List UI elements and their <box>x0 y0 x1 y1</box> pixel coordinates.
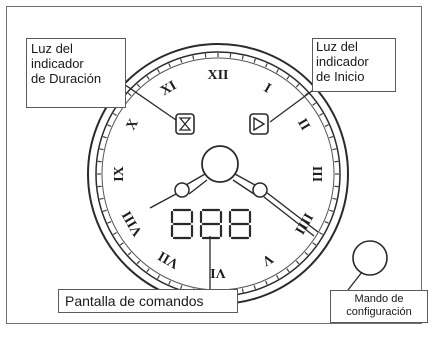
dial-numeral: VIII <box>120 208 146 238</box>
display-digit <box>228 208 252 240</box>
right-arm-pivot <box>252 182 268 198</box>
display-digit <box>170 208 194 240</box>
left-arm-pivot <box>174 182 190 198</box>
tick-mark <box>265 280 268 285</box>
dial-numeral: I <box>261 81 273 97</box>
start-callout-line-1: Luz del <box>316 39 358 54</box>
tick-mark <box>312 102 317 106</box>
tick-mark <box>127 92 132 97</box>
outer-frame <box>6 6 422 324</box>
tick-mark <box>192 55 195 60</box>
tick-mark <box>156 275 161 280</box>
dial-numeral: X <box>124 117 142 133</box>
tick-mark <box>136 260 141 265</box>
start-indicator-callout: Luz del indicador de Inicio <box>312 38 396 92</box>
right-pointer-arm <box>263 191 319 237</box>
tick-mark <box>241 288 244 293</box>
tick-mark <box>119 242 124 246</box>
tick-mark <box>156 68 161 73</box>
tick-mark <box>253 58 256 63</box>
tick-mark <box>146 75 150 80</box>
tick-mark <box>286 75 290 80</box>
tick-mark <box>102 209 107 212</box>
tick-mark <box>304 251 309 256</box>
dial-numeral: VI <box>210 265 226 280</box>
tick-mark <box>324 124 329 127</box>
start-indicator-light <box>249 113 269 135</box>
command-display <box>170 208 252 240</box>
start-leader-line <box>269 87 317 123</box>
tick-mark <box>168 63 171 68</box>
tick-mark <box>253 285 256 290</box>
command-display-label: Pantalla de comandos <box>65 293 204 309</box>
tick-mark <box>286 268 290 273</box>
tick-mark <box>112 112 117 117</box>
dial-numeral: II <box>294 116 312 133</box>
tick-mark <box>295 83 300 88</box>
dial-numeral: III <box>309 166 324 182</box>
duration-callout-line-1: Luz del <box>31 41 73 56</box>
duration-callout-line-2: indicador <box>31 55 84 71</box>
duration-indicator-light <box>175 113 195 135</box>
tick-mark <box>107 221 112 224</box>
dial-numeral: V <box>259 250 275 268</box>
start-callout-line-3: de Inicio <box>316 68 365 84</box>
tick-mark <box>102 136 107 139</box>
tick-mark <box>329 136 334 139</box>
tick-mark <box>295 260 300 265</box>
tick-mark <box>99 148 104 151</box>
tick-mark <box>319 231 324 236</box>
tick-mark <box>265 63 268 68</box>
tick-mark <box>329 209 334 212</box>
knob-callout-line-2: configuración <box>346 305 412 318</box>
tick-mark <box>127 251 132 256</box>
tick-mark <box>107 124 112 127</box>
tick-mark <box>275 275 280 280</box>
duration-indicator-callout: Luz del indicador de Duración <box>26 38 126 108</box>
knob-icon[interactable] <box>352 240 388 276</box>
tick-mark <box>332 197 337 200</box>
dial-center-hub <box>149 145 319 237</box>
tick-mark <box>275 68 280 73</box>
dial-numeral: IX <box>112 166 127 182</box>
play-icon <box>253 116 266 132</box>
tick-mark <box>99 197 104 200</box>
knob-leader-line <box>347 271 363 291</box>
display-digit <box>199 208 223 240</box>
tick-mark <box>332 148 337 151</box>
tick-mark <box>319 112 324 117</box>
dial-numeral: VII <box>156 248 182 271</box>
command-display-callout: Pantalla de comandos <box>58 289 238 313</box>
tick-mark <box>324 221 329 224</box>
tick-mark <box>136 83 141 88</box>
left-pointer-arm <box>149 193 177 209</box>
dial-numeral: XII <box>207 68 228 83</box>
tick-mark <box>180 58 183 63</box>
tick-mark <box>312 242 317 246</box>
duration-leader-line <box>117 79 177 121</box>
setting-knob-callout: Mando de configuración <box>330 290 428 323</box>
tick-mark <box>146 268 150 273</box>
tick-mark <box>112 231 117 236</box>
start-callout-line-2: indicador <box>316 53 369 69</box>
dial-numeral: XI <box>158 78 179 99</box>
duration-callout-line-3: de Duración <box>31 70 102 86</box>
tick-mark <box>241 55 244 60</box>
tick-mark <box>168 280 171 285</box>
knob-callout-line-1: Mando de <box>354 293 404 305</box>
hourglass-icon <box>178 117 192 131</box>
tick-mark <box>180 285 183 290</box>
